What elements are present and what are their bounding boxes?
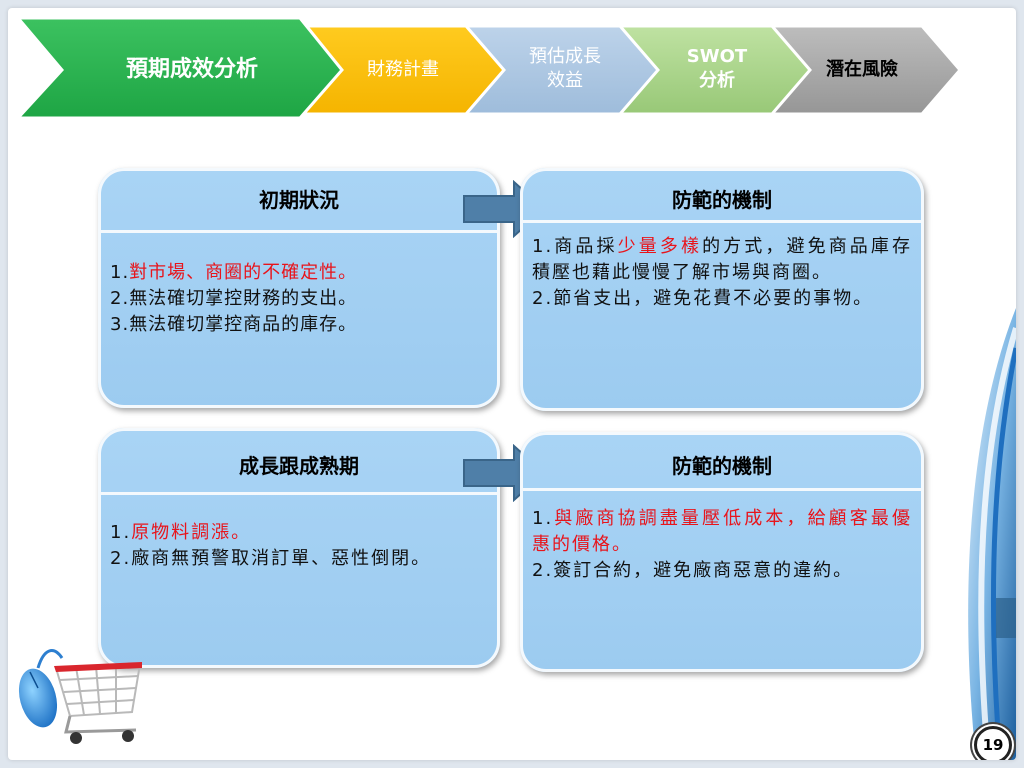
list-item: 1.對市場、商圈的不確定性。 [110, 262, 358, 283]
card-prevention-mechanism-2: 防範的機制 1.與廠商協調盡量壓低成本，給顧客最優惠的價格。 2.簽訂合約，避免… [520, 432, 924, 672]
card-divider [98, 230, 500, 233]
process-nav: 預期成效分析 財務計畫 預估成長 效益 SWOT 分析 潛在風險 [12, 14, 1012, 118]
list-item: 2.簽訂合約，避免廠商惡意的違約。 [532, 560, 854, 581]
list-item: 1.與廠商協調盡量壓低成本，給顧客最優惠的價格。 [532, 508, 912, 555]
chevron-label-swot: SWOT 分析 [686, 45, 748, 91]
list-item: 1.商品採少量多樣的方式，避免商品庫存積壓也藉此慢慢了解市場與商圈。 [532, 236, 913, 283]
list-item: 3.無法確切掌控商品的庫存。 [110, 314, 358, 335]
swoosh-decoration [968, 308, 1016, 760]
list-item: 1.原物料調漲。 [110, 522, 252, 543]
chevron-label-risk: 潛在風險 [826, 58, 898, 80]
card-divider [520, 488, 924, 491]
chevron-label-finance: 財務計畫 [367, 58, 439, 80]
chevron-label-benefit: 預估成長 效益 [529, 45, 601, 91]
process-chevrons [14, 16, 962, 118]
card-body: 1.對市場、商圈的不確定性。 2.無法確切掌控財務的支出。 3.無法確切掌控商品… [110, 260, 488, 338]
page-number-badge: 19 [974, 726, 1012, 760]
card-body: 1.商品採少量多樣的方式，避免商品庫存積壓也藉此慢慢了解市場與商圈。 2.節省支… [532, 234, 912, 312]
list-item: 2.無法確切掌控財務的支出。 [110, 288, 358, 309]
card-prevention-mechanism-1: 防範的機制 1.商品採少量多樣的方式，避免商品庫存積壓也藉此慢慢了解市場與商圈。… [520, 168, 924, 411]
card-body: 1.與廠商協調盡量壓低成本，給顧客最優惠的價格。 2.簽訂合約，避免廠商惡意的違… [532, 506, 912, 584]
card-title: 成長跟成熟期 [239, 454, 359, 478]
card-title: 防範的機制 [672, 454, 772, 478]
card-title: 防範的機制 [672, 188, 772, 212]
slide: 預期成效分析 財務計畫 預估成長 效益 SWOT 分析 潛在風險 初期狀況 1.… [8, 8, 1016, 760]
card-divider [98, 492, 500, 495]
list-item: 2.廠商無預警取消訂單、惡性倒閉。 [110, 548, 432, 569]
card-initial-situation: 初期狀況 1.對市場、商圈的不確定性。 2.無法確切掌控財務的支出。 3.無法確… [98, 168, 500, 408]
card-title: 初期狀況 [259, 188, 339, 212]
card-divider [520, 220, 924, 223]
card-body: 1.原物料調漲。 2.廠商無預警取消訂單、惡性倒閉。 [110, 520, 488, 572]
card-growth-maturity: 成長跟成熟期 1.原物料調漲。 2.廠商無預警取消訂單、惡性倒閉。 [98, 428, 500, 668]
chevron-label-expected-results: 預期成效分析 [125, 57, 258, 83]
list-item: 2.節省支出，避免花費不必要的事物。 [532, 288, 874, 309]
shopping-cart-icon [18, 649, 142, 744]
chevron-expected-results[interactable] [14, 16, 344, 118]
